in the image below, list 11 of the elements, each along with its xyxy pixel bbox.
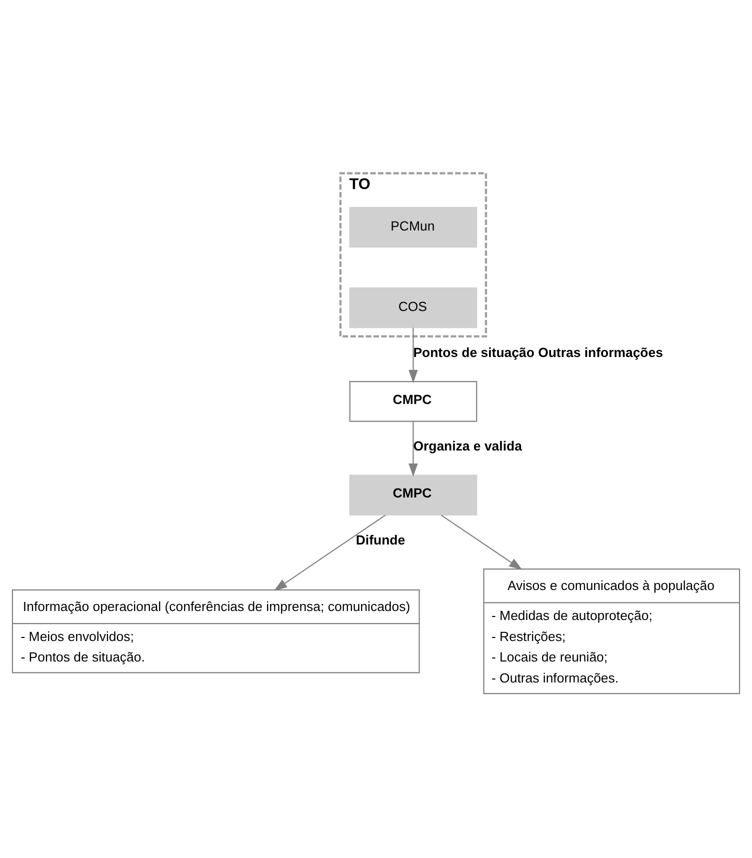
arrow [408,328,418,384]
node-box: CMPC [349,381,478,422]
node-box: COS [349,287,478,328]
arrow [274,514,386,591]
edge-label: Pontos de situação Outras informações [413,344,663,360]
edge-label: Organiza e valida [413,438,522,454]
node-box: PCMun [349,206,478,248]
arrow [408,422,418,477]
arrow [440,514,522,570]
edge-label: Difunde [356,532,406,548]
node-box: CMPC [349,474,478,516]
